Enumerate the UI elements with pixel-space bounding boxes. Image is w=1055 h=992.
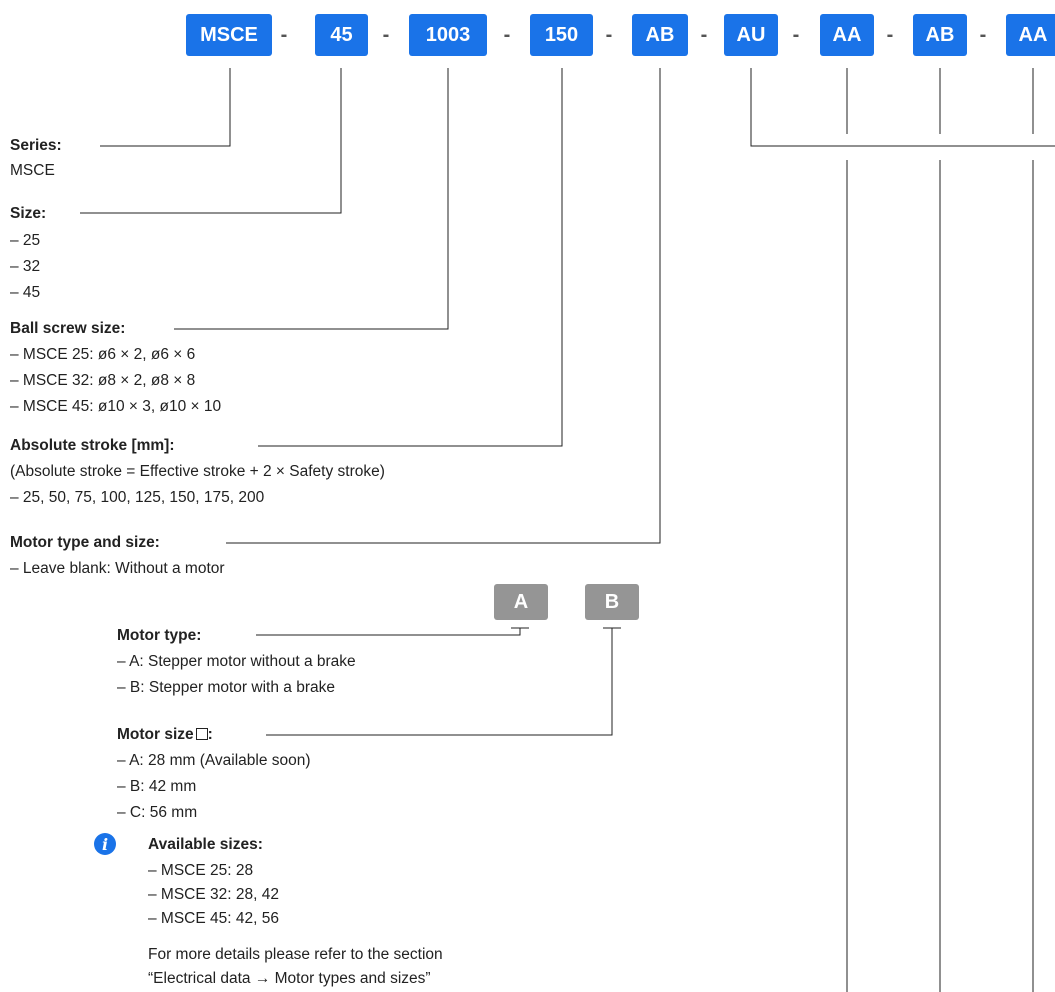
stroke-note: (Absolute stroke = Effective stroke + 2 … (10, 463, 385, 480)
ball-screw-connector (174, 68, 449, 330)
motor-title: Motor type and size: (10, 534, 160, 551)
size-title: Size: (10, 205, 47, 222)
motor-type-option: – B: Stepper motor with a brake (117, 679, 335, 696)
code-separator: - (886, 23, 894, 46)
group-connector (750, 68, 1055, 147)
code-segment-stroke: 150 (530, 14, 593, 56)
available-size-option: – MSCE 32: 28, 42 (148, 886, 279, 903)
code-segment-series: MSCE (186, 14, 272, 56)
size-connector (80, 68, 342, 214)
motor-size-title: Motor size: (117, 724, 213, 746)
motor-type-option: – A: Stepper motor without a brake (117, 653, 356, 670)
code-segment-size: 45 (315, 14, 368, 56)
motor-size-option: – C: 56 mm (117, 804, 198, 821)
code-separator: - (979, 23, 987, 46)
motor-size-colon: : (207, 726, 213, 743)
motor-type-title: Motor type: (117, 627, 202, 644)
motor-size-option: – A: 28 mm (Available soon) (117, 752, 311, 769)
code-separator: - (382, 23, 390, 46)
motor-size-connector (266, 628, 613, 736)
ball-screw-option: – MSCE 25: ø6 × 2, ø6 × 6 (10, 346, 196, 363)
available-size-option: – MSCE 45: 42, 56 (148, 910, 279, 927)
stroke-option: – 25, 50, 75, 100, 125, 150, 175, 200 (10, 489, 265, 506)
code-segment-aa-1: AA (820, 14, 874, 56)
motor-connector (226, 68, 661, 544)
code-separator: - (605, 23, 613, 46)
size-option: – 25 (10, 232, 41, 249)
available-sizes-title: Available sizes: (148, 836, 263, 853)
series-connector (100, 68, 231, 147)
info-icon: i (94, 833, 116, 855)
code-segment-ball-screw: 1003 (409, 14, 487, 56)
ball-screw-option: – MSCE 32: ø8 × 2, ø8 × 8 (10, 372, 196, 389)
stroke-title: Absolute stroke [mm]: (10, 437, 175, 454)
motor-code-type: A (494, 584, 548, 620)
stroke-connector (258, 68, 563, 447)
code-segment-aa-2: AA (1006, 14, 1055, 56)
motor-option: – Leave blank: Without a motor (10, 560, 225, 577)
motor-size-option: – B: 42 mm (117, 778, 197, 795)
code-segment-motor: AB (632, 14, 688, 56)
code-segment-ab: AB (913, 14, 967, 56)
ball-screw-title: Ball screw size: (10, 320, 126, 337)
size-option: – 45 (10, 284, 41, 301)
code-segment-au: AU (724, 14, 778, 56)
motor-code-size: B (585, 584, 639, 620)
series-value: MSCE (10, 162, 55, 179)
series-title: Series: (10, 137, 62, 154)
code-separator: - (792, 23, 800, 46)
available-size-option: – MSCE 25: 28 (148, 862, 254, 879)
code-separator: - (700, 23, 708, 46)
code-separator: - (280, 23, 288, 46)
size-option: – 32 (10, 258, 41, 275)
square-icon (195, 728, 208, 740)
ball-screw-option: – MSCE 45: ø10 × 3, ø10 × 10 (10, 398, 222, 415)
code-separator: - (503, 23, 511, 46)
available-sizes-note: For more details please refer to the sec… (148, 946, 443, 963)
available-sizes-note: “Electrical data → Motor types and sizes… (148, 970, 431, 987)
motor-size-title-text: Motor size (117, 726, 194, 743)
motor-type-connector (256, 628, 521, 636)
